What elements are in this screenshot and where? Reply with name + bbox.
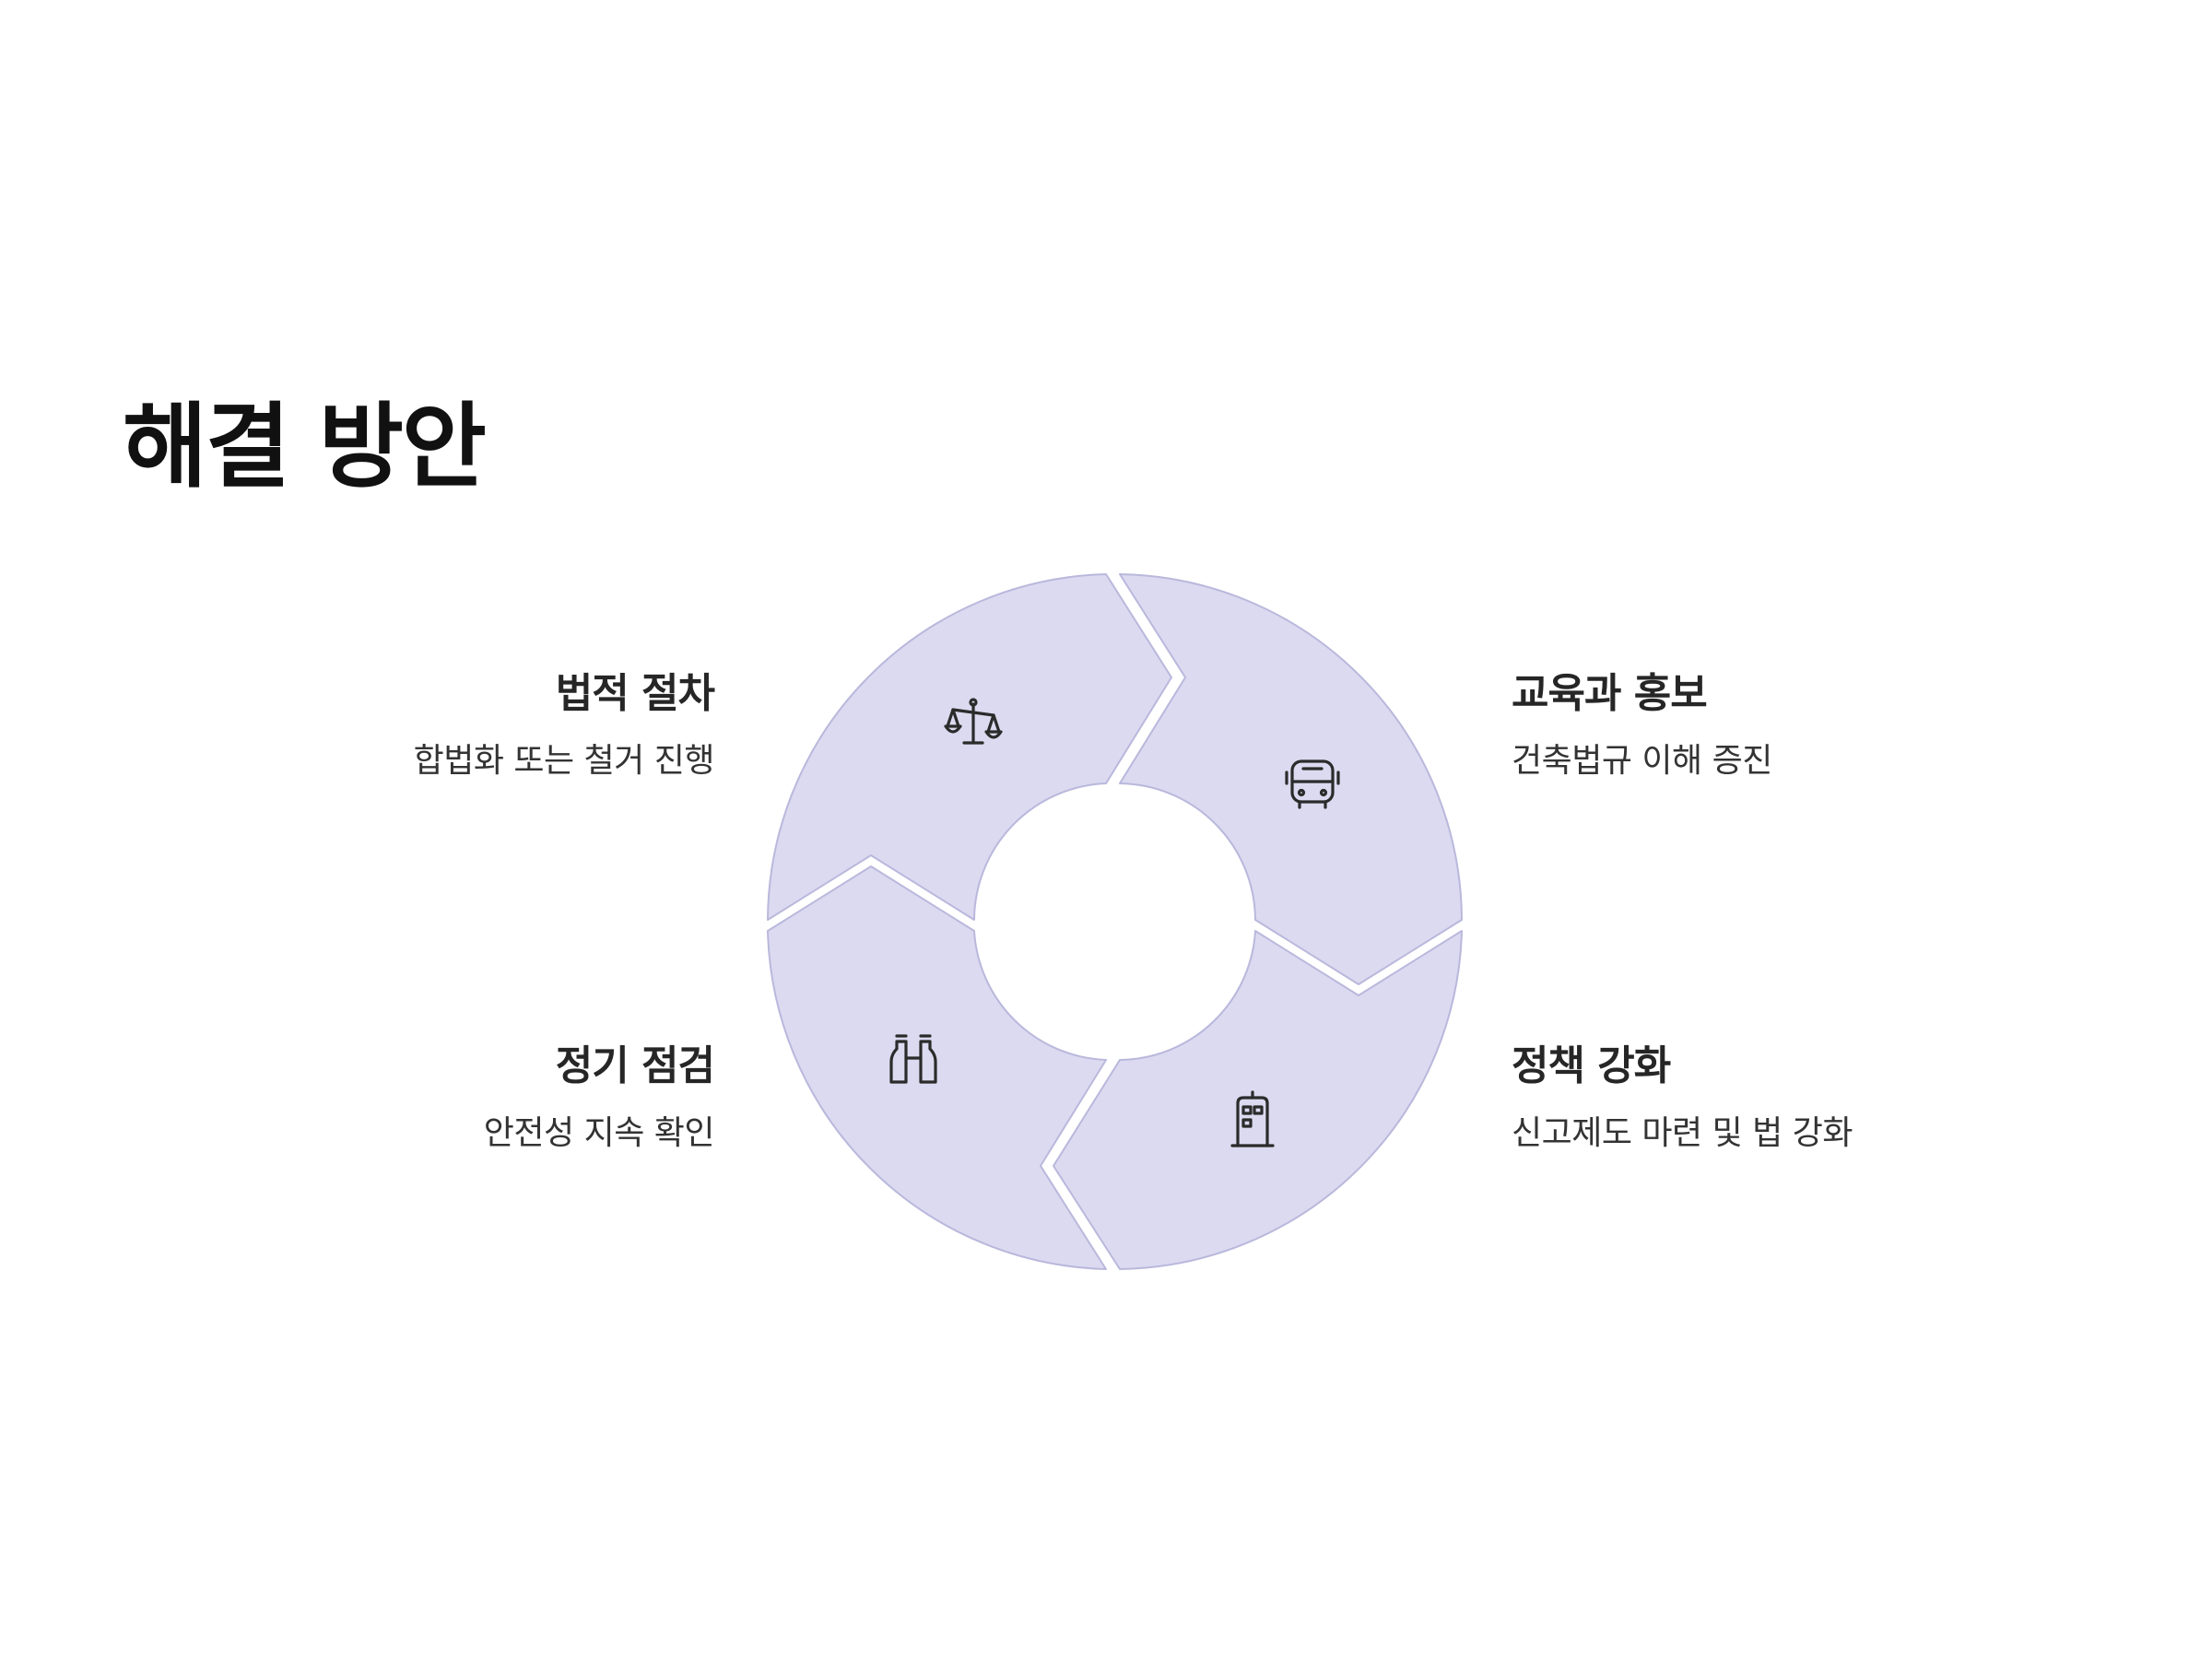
segment-education-promotion (1119, 573, 1463, 985)
bus-icon (1285, 759, 1340, 809)
step-label-regular-inspection: 정기 점검 안전성 지속 확인 (161, 1041, 715, 1155)
building-door-icon (1230, 1090, 1275, 1147)
step-title: 정책 강화 (1512, 1042, 1671, 1089)
binoculars-icon (889, 1034, 937, 1084)
scale-icon (944, 698, 1003, 745)
step-title: 법적 절차 (555, 670, 715, 717)
page-title: 해결 방안 (123, 393, 487, 500)
step-description: 합법화 또는 철거 진행 (413, 742, 715, 780)
segment-legal-procedure (767, 573, 1172, 921)
step-label-policy-strengthening: 정책 강화 신고제도 마련 및 법 강화 (1512, 1041, 2065, 1155)
step-title: 교육과 홍보 (1512, 670, 1708, 717)
segment-policy-strengthening (1053, 930, 1463, 1270)
step-description: 건축법규 이해 증진 (1512, 742, 1772, 780)
segment-regular-inspection (767, 865, 1107, 1270)
step-title: 정기 점검 (555, 1042, 715, 1089)
step-description: 안전성 지속 확인 (483, 1114, 715, 1152)
step-label-legal-procedure: 법적 절차 합법화 또는 철거 진행 (161, 668, 715, 782)
step-description: 신고제도 마련 및 법 강화 (1512, 1114, 1853, 1152)
step-label-education-promotion: 교육과 홍보 건축법규 이해 증진 (1512, 668, 2065, 782)
